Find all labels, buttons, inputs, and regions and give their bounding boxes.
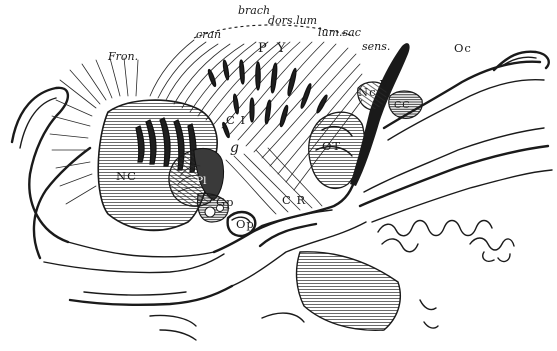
label-cr: C R xyxy=(282,193,306,207)
label-lum-sac: lum.sac xyxy=(318,26,361,39)
label-sens: sens. xyxy=(362,40,390,53)
label-gp: Gp xyxy=(216,195,235,209)
label-op: Op xyxy=(236,217,255,231)
label-pl: Pl xyxy=(196,175,207,187)
label-nc-right: Nc xyxy=(358,85,377,99)
temporal-gyri xyxy=(378,221,514,262)
label-dors-lum: dors.lum xyxy=(268,14,317,27)
label-v: V xyxy=(379,77,389,91)
label-g: g xyxy=(230,140,239,156)
label-nc-left: NC xyxy=(116,169,137,183)
cerebellum-block xyxy=(297,252,438,330)
label-cran: cran xyxy=(196,28,221,41)
lower-fragments xyxy=(150,313,304,340)
label-ot: OT xyxy=(322,139,341,153)
label-fron: Fron. xyxy=(107,50,138,63)
label-ci: C I xyxy=(226,113,246,127)
label-oc: Oc xyxy=(454,41,472,55)
label-py: P Y xyxy=(258,41,288,56)
label-cc: CC xyxy=(394,100,411,111)
label-brach: brach xyxy=(238,4,270,17)
